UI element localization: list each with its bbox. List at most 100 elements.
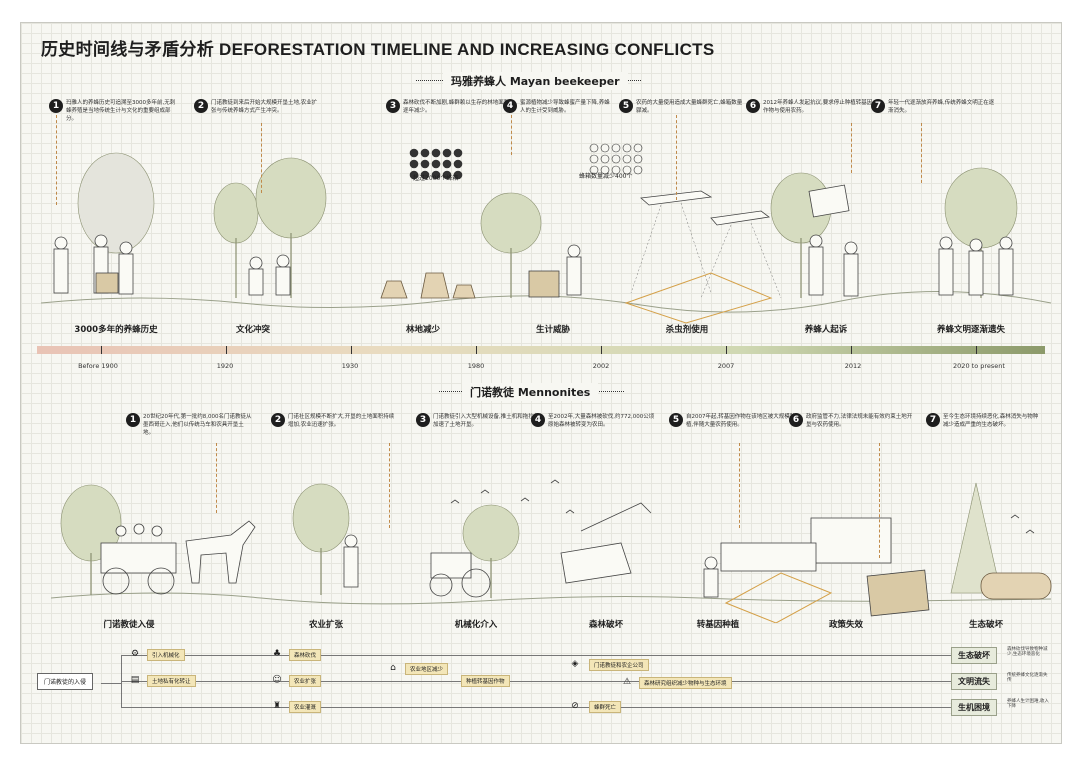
- stage-note: 玛雅人的养蜂历史可追溯至3000多年前,无刺蜂养殖是当地传统生计与文化的重要组成…: [66, 100, 176, 122]
- result-box: 生机困境: [951, 699, 997, 716]
- flow-node: 森林研究组织减少物种与生态环境: [639, 677, 732, 689]
- mayan-section-title: 玛雅养蜂人 Mayan beekeeper: [443, 72, 628, 90]
- stage-label: 林地减少: [405, 325, 441, 335]
- result-note: 传统养蜂文化逐渐失传: [1007, 673, 1048, 683]
- timeline-year: Before 1900: [78, 362, 118, 370]
- flow-node: 农业地区减少: [405, 663, 449, 675]
- bottle-icon: ♜: [272, 701, 282, 711]
- flow-node: 引入机械化: [147, 649, 185, 661]
- stage-note: 自2007年起,转基因作物在该地区被大规模种植,伴随大量农药使用。: [686, 414, 796, 428]
- timeline-tick: [351, 346, 352, 354]
- stage-note: 政府监管不力,法律法规未能有效约束土地开垦与农药使用。: [806, 414, 913, 428]
- result-note: 养蜂人生计困难,收入下降: [1007, 699, 1049, 709]
- stage-note: 20世纪20年代,第一批约8,000名门诺教徒从墨西哥迁入,他们以传统马车和农具…: [143, 414, 252, 436]
- hive-caption: 蜂箱数量减少400个: [579, 173, 633, 180]
- leader-line: [879, 443, 880, 558]
- eye-icon: ◈: [571, 659, 579, 669]
- stage-note: 门诺教徒引入大型机械设备,推土机和拖拉机加速了土地开垦。: [433, 414, 540, 428]
- warning-icon: ⚠: [622, 677, 632, 687]
- stage-label: 转基因种植: [696, 620, 740, 630]
- tree-icon: ♣: [272, 649, 282, 659]
- leader-line: [739, 443, 740, 528]
- document-icon: ▤: [130, 675, 140, 685]
- flow-connector: [121, 681, 951, 682]
- page-title: 历史时间线与矛盾分析 DEFORESTATION TIMELINE AND IN…: [41, 40, 715, 59]
- timeline-bar: [37, 346, 1045, 354]
- stage-label: 养蜂人起诉: [804, 325, 848, 335]
- timeline-year: 1920: [216, 362, 234, 370]
- stage-badge: 1: [126, 413, 140, 427]
- leader-line: [216, 443, 217, 513]
- stage-label: 养蜂文明逐渐遗失: [936, 325, 1006, 335]
- leader-line: [389, 443, 390, 528]
- timeline-year: 2012: [844, 362, 862, 370]
- hive-caption: 超过2000个蜂箱: [413, 175, 459, 182]
- timeline-year: 2002: [592, 362, 610, 370]
- flow-connector: [121, 707, 951, 708]
- leader-line: [921, 123, 922, 183]
- stage-label: 农业扩张: [308, 620, 344, 630]
- leader-line: [851, 123, 852, 173]
- flow-node: 森林砍伐: [289, 649, 322, 661]
- no-bee-icon: ⊘: [571, 701, 579, 711]
- timeline-tick: [476, 346, 477, 354]
- stage-note: 至2002年,大量森林被砍伐,约772,000公顷原始森林被转变为农田。: [548, 414, 655, 428]
- person-icon: ☺: [272, 675, 282, 685]
- stage-badge: 2: [194, 99, 208, 113]
- stage-label: 生计威胁: [535, 325, 571, 335]
- stage-badge: 5: [669, 413, 683, 427]
- stage-label: 3000多年的养蜂历史: [74, 325, 158, 335]
- flow-connector: [121, 655, 951, 656]
- stage-badge: 7: [926, 413, 940, 427]
- stage-label: 门诺教徒入侵: [103, 620, 155, 630]
- flow-node: 土地私有化转让: [147, 675, 196, 687]
- timeline-tick: [601, 346, 602, 354]
- stage-badge: 3: [386, 99, 400, 113]
- stage-note: 蜜源植物减少导致蜂蜜产量下降,养蜂人的生计受到威胁。: [520, 100, 610, 114]
- mayan-illustration: [40, 143, 1052, 324]
- leader-line: [261, 123, 262, 193]
- stage-badge: 5: [619, 99, 633, 113]
- poster-sheet: 历史时间线与矛盾分析 DEFORESTATION TIMELINE AND IN…: [20, 22, 1062, 744]
- stage-badge: 4: [503, 99, 517, 113]
- timeline-year: 1930: [341, 362, 359, 370]
- stage-badge: 4: [531, 413, 545, 427]
- flow-start-node: 门诺教徒的入侵: [37, 673, 94, 690]
- timeline-year: 2020 to present: [953, 362, 1005, 370]
- result-box: 文明流失: [951, 673, 997, 690]
- leader-line: [676, 115, 677, 200]
- result-box: 生态破坏: [951, 647, 997, 664]
- stage-badge: 2: [271, 413, 285, 427]
- stage-note: 门诺教徒到来后开始大规模开垦土地,农业扩张与传统养蜂方式产生冲突。: [211, 100, 318, 114]
- flow-node: 种植转基因作物: [461, 675, 510, 687]
- timeline-year: 1980: [467, 362, 485, 370]
- stage-label: 机械化介入: [454, 620, 498, 630]
- mennonite-section-title: 门诺教徒 Mennonites: [462, 383, 599, 401]
- stage-note: 至今生态环境持续恶化,森林消失与物种减少造成严重的生态破坏。: [943, 414, 1039, 428]
- stage-badge: 6: [789, 413, 803, 427]
- gear-icon: ⚙: [130, 649, 140, 659]
- timeline-tick: [101, 346, 102, 354]
- stage-note: 森林砍伐不断加剧,蜂群赖以生存的林地面积逐年减少。: [403, 100, 510, 114]
- stage-label: 杀虫剂使用: [665, 325, 709, 335]
- flow-node: 农业扩张: [289, 675, 322, 687]
- flow-connector: [101, 683, 121, 684]
- timeline-tick: [851, 346, 852, 354]
- flow-node: 门诺教徒和农企公司: [589, 659, 649, 671]
- result-note: 森林砍伐导致物种减少,生态环境恶化: [1007, 647, 1048, 657]
- stage-note: 门诺社区规模不断扩大,开垦的土地面积持续增加,农业迅速扩张。: [288, 414, 395, 428]
- timeline-tick: [226, 346, 227, 354]
- stage-label: 生态破坏: [968, 620, 1004, 630]
- timeline-tick: [976, 346, 977, 354]
- mennonite-illustration: [50, 479, 1052, 623]
- stage-badge: 1: [49, 99, 63, 113]
- timeline-year: 2007: [717, 362, 735, 370]
- leader-line: [56, 115, 57, 205]
- flow-node: 蜂群死亡: [589, 701, 622, 713]
- stage-note: 年轻一代逐渐放弃养蜂,传统养蜂文明正在逐渐消失。: [888, 100, 995, 114]
- stage-badge: 3: [416, 413, 430, 427]
- stage-label: 森林破坏: [588, 620, 624, 630]
- stage-note: 2012年养蜂人发起抗议,要求停止种植转基因作物与使用农药。: [763, 100, 873, 114]
- building-icon: ⌂: [390, 663, 396, 673]
- stage-note: 农药的大量使用造成大量蜂群死亡,蜂箱数量骤减。: [636, 100, 743, 114]
